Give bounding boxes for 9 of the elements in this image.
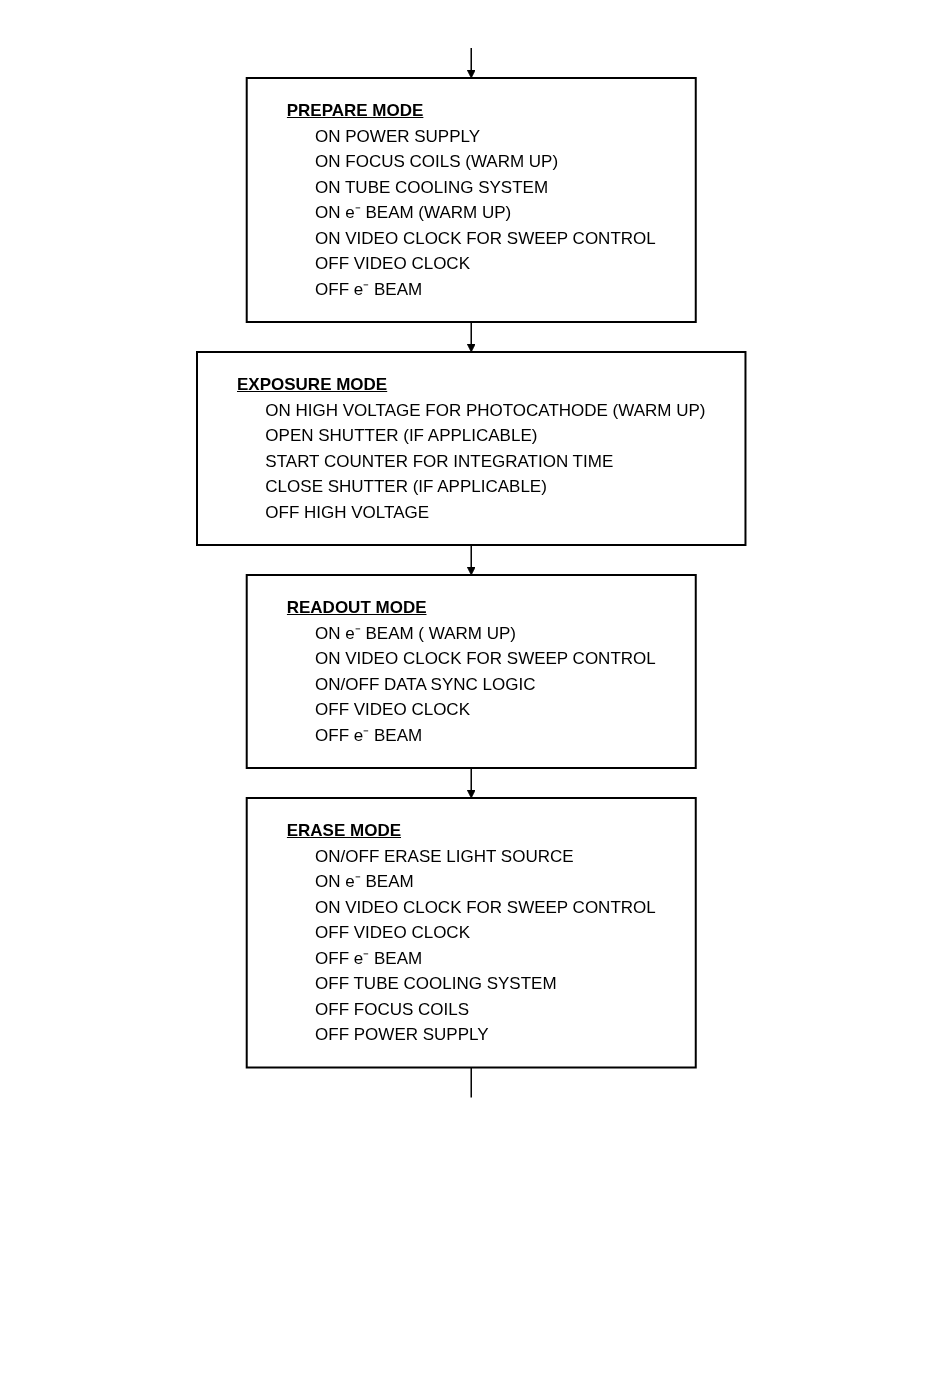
node-box: EXPOSURE MODE ON HIGH VOLTAGE FOR PHOTOCATHODE (WARM UP) OPEN SHUTTER (IF APPLICABLE) START COUNTER FOR INTEGRATION TIME CLOSE SHUTTER (IF APPLICABLE) OFF HIGH VOLTAGE [195,351,747,546]
node-box: PREPARE MODE ON POWER SUPPLY ON FOCUS COILS (WARM UP) ON TUBE COOLING SYSTEM ON e⁻ BEAM (WARM UP) ON VIDEO CLOCK FOR SWEEP CONTROL OFF VIDEO CLOCK OFF e⁻ BEAM [245,77,697,323]
arrow [466,321,476,353]
node-box: ERASE MODE ON/OFF ERASE LIGHT SOURCE ON e⁻ BEAM ON VIDEO CLOCK FOR SWEEP CONTROL OFF VIDEO CLOCK OFF e⁻ BEAM OFF TUBE COOLING SYSTEM OFF FOCUS COILS OFF POWER SUPPLY [245,797,697,1069]
arrow [466,47,476,79]
arrow [466,544,476,576]
connector [470,1066,472,1099]
arrow [466,767,476,799]
node-box: READOUT MODE ON e⁻ BEAM ( WARM UP) ON VIDEO CLOCK FOR SWEEP CONTROL ON/OFF DATA SYNC LOGIC OFF VIDEO CLOCK OFF e⁻ BEAM [245,574,697,769]
